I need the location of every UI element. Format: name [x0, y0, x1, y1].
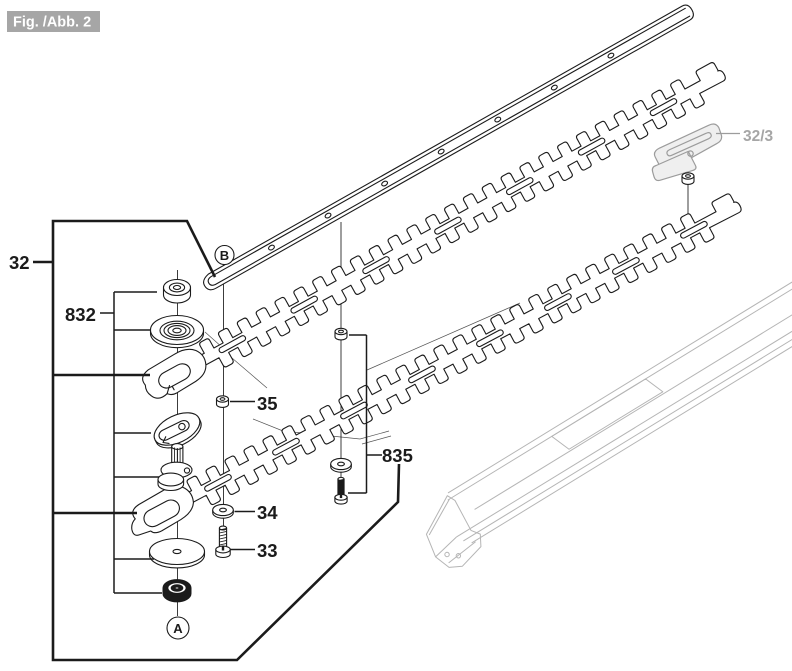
label-832: 832: [65, 304, 96, 325]
bearing-top: [162, 278, 192, 304]
label-34: 34: [257, 502, 278, 523]
group-32-boundary: [33, 219, 401, 662]
screw: [215, 525, 231, 559]
fastener-stacks: [212, 172, 695, 559]
svg-text:A: A: [173, 621, 183, 636]
nut: [334, 327, 348, 341]
brackets: [100, 132, 740, 594]
label-33: 33: [257, 540, 278, 561]
upper-blade: [142, 62, 726, 399]
svg-text:B: B: [220, 248, 229, 263]
nut: [681, 172, 695, 185]
rail-holes: [268, 52, 615, 251]
figure-title-bg: [7, 11, 100, 32]
figure-title-text: Fig. /Abb. 2: [13, 15, 91, 31]
eccentric-pin: [157, 443, 193, 492]
blade-guard-housing: [425, 270, 792, 568]
eccentric-parts-column: [148, 278, 206, 603]
screw: [334, 476, 348, 505]
figure-title: Fig. /Abb. 2: [7, 11, 100, 32]
lower-blade: [131, 193, 742, 536]
callout-b: B: [214, 244, 235, 266]
washer: [212, 503, 234, 519]
callout-a: A: [166, 616, 190, 640]
label-32: 32: [9, 252, 30, 273]
bearing-bottom: [162, 579, 192, 603]
grooved-washer: [149, 314, 205, 349]
guide-rail: [203, 4, 694, 291]
nut: [215, 395, 230, 408]
label-35: 35: [257, 393, 278, 414]
washer: [330, 457, 352, 473]
label-32-3: 32/3: [743, 128, 774, 145]
label-835: 835: [382, 445, 413, 466]
tip-guard-32-3: [651, 123, 723, 182]
cam-plate: [153, 412, 202, 449]
flat-disc: [148, 537, 206, 569]
